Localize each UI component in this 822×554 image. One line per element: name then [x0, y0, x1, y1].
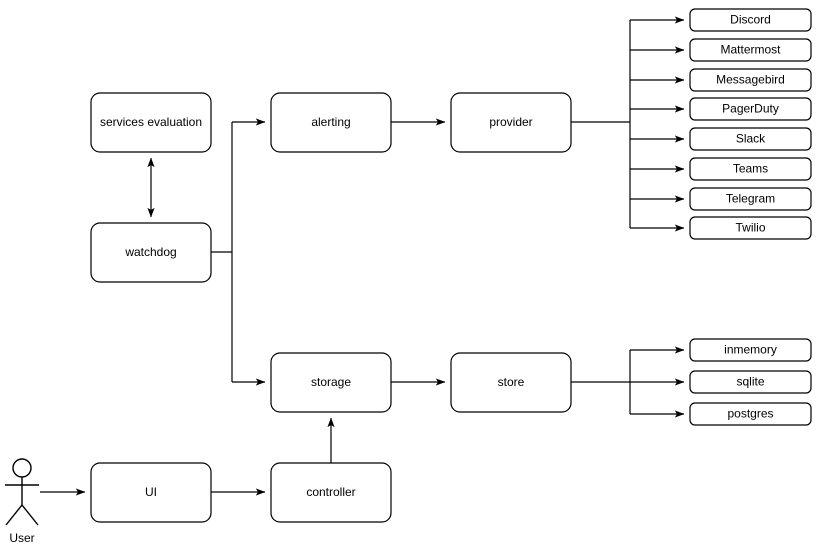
- edge-store-trunk: [571, 350, 631, 414]
- node-label-watchdog: watchdog: [124, 245, 176, 259]
- edge-watchdog-trunk: [211, 122, 233, 382]
- node-provider-slack[interactable]: Slack: [689, 127, 812, 151]
- store-fanout-branches: [630, 346, 685, 418]
- node-label-provider-messagebird: Messagebird: [716, 73, 785, 87]
- node-label-controller: controller: [306, 485, 355, 499]
- node-label-store-postgres: postgres: [727, 407, 773, 421]
- node-store-postgres[interactable]: postgres: [689, 402, 812, 426]
- node-controller[interactable]: controller: [270, 462, 392, 523]
- node-label-provider-teams: Teams: [733, 162, 768, 176]
- node-provider-pagerduty[interactable]: PagerDuty: [689, 97, 812, 121]
- node-services-evaluation[interactable]: services evaluation: [90, 92, 212, 153]
- node-label-provider: provider: [489, 115, 532, 129]
- node-alerting[interactable]: alerting: [270, 92, 392, 153]
- node-provider-telegram[interactable]: Telegram: [689, 187, 812, 211]
- node-label-provider-discord: Discord: [730, 13, 771, 27]
- node-provider[interactable]: provider: [450, 92, 572, 153]
- node-label-store-inmemory: inmemory: [724, 343, 777, 357]
- node-label-ui: UI: [145, 485, 157, 499]
- provider-fanout-branches: [630, 16, 685, 232]
- node-label-provider-slack: Slack: [736, 132, 766, 146]
- node-label-provider-twilio: Twilio: [735, 221, 765, 235]
- edge-provider-trunk: [571, 20, 631, 228]
- node-provider-mattermost[interactable]: Mattermost: [689, 38, 812, 62]
- actor-label: User: [9, 531, 34, 545]
- node-label-provider-telegram: Telegram: [726, 192, 775, 206]
- node-label-store: store: [498, 375, 525, 389]
- node-provider-messagebird[interactable]: Messagebird: [689, 68, 812, 92]
- node-ui[interactable]: UI: [90, 462, 212, 523]
- node-store-inmemory[interactable]: inmemory: [689, 338, 812, 362]
- node-provider-teams[interactable]: Teams: [689, 157, 812, 181]
- node-watchdog[interactable]: watchdog: [90, 222, 212, 283]
- node-label-provider-mattermost: Mattermost: [720, 43, 781, 57]
- node-label-services-evaluation: services evaluation: [100, 115, 202, 129]
- node-label-storage: storage: [311, 375, 351, 389]
- node-store[interactable]: store: [450, 352, 572, 413]
- node-label-store-sqlite: sqlite: [736, 375, 764, 389]
- node-provider-discord[interactable]: Discord: [689, 8, 812, 32]
- actor-user: User: [5, 458, 39, 545]
- node-label-alerting: alerting: [311, 115, 350, 129]
- node-label-provider-pagerduty: PagerDuty: [722, 102, 779, 116]
- node-storage[interactable]: storage: [270, 352, 392, 413]
- node-store-sqlite[interactable]: sqlite: [689, 370, 812, 394]
- actor-leg-right: [21, 504, 39, 526]
- node-provider-twilio[interactable]: Twilio: [689, 216, 812, 240]
- actor-head-icon: [12, 458, 32, 478]
- actor-leg-left: [5, 504, 23, 526]
